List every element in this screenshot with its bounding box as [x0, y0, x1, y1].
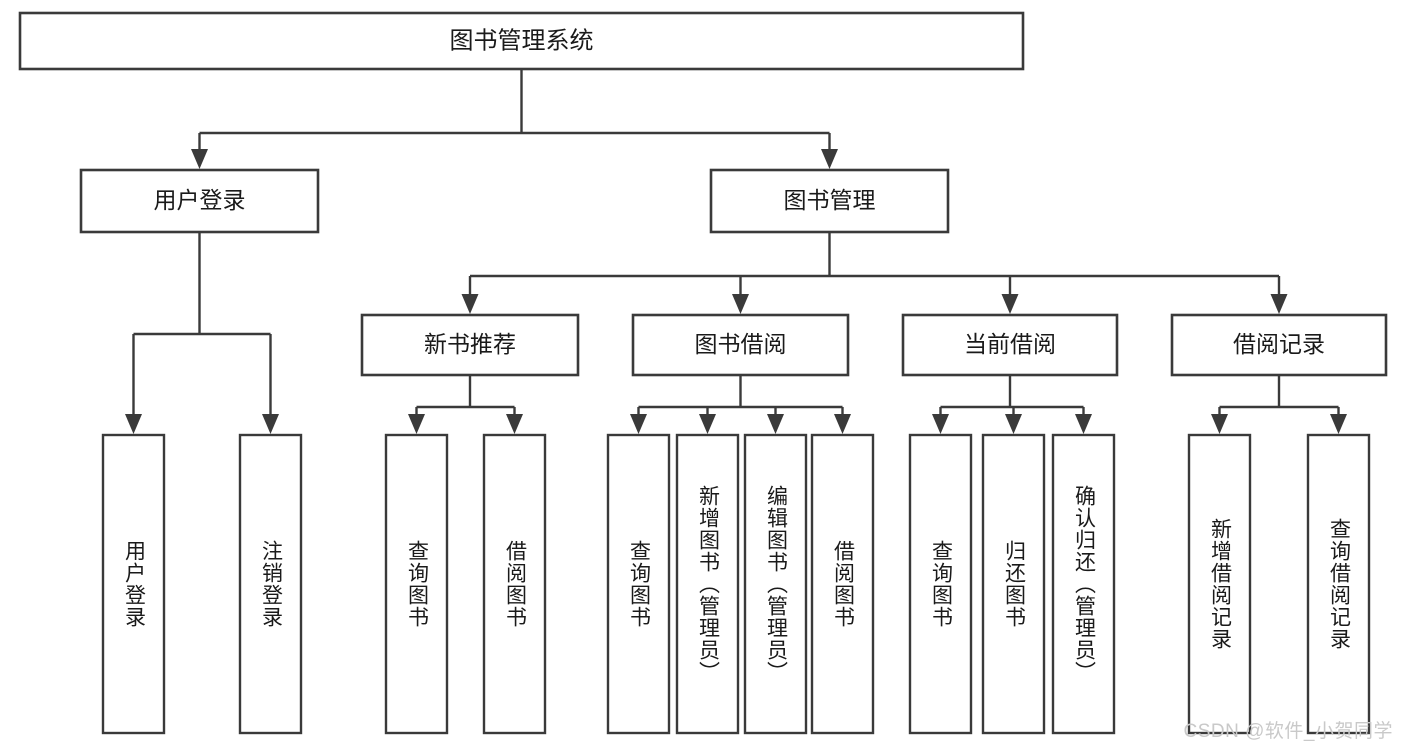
node-label-borrow-record: 借阅记录	[1233, 331, 1325, 357]
node-box-leaf-borrow-edit[interactable]	[743, 433, 808, 735]
node-label-book-borrow: 图书借阅	[695, 331, 787, 357]
arrow-head-icon	[767, 414, 784, 434]
arrow-head-icon	[699, 414, 716, 434]
node-box-new-book-rec[interactable]	[360, 313, 580, 377]
connector-group-borrow-record	[1211, 375, 1347, 434]
arrow-head-icon	[461, 294, 479, 314]
csdn-watermark: CSDN @软件_小贺同学	[1183, 721, 1393, 742]
node-label-book-manage: 图书管理	[784, 187, 876, 213]
connector-group-root	[191, 69, 838, 169]
node-box-root[interactable]	[18, 11, 1025, 71]
node-box-layer	[18, 11, 1388, 735]
connector-group-current-borrow	[932, 375, 1092, 434]
arrow-head-icon	[732, 294, 749, 314]
node-label-new-book-rec: 新书推荐	[424, 331, 516, 357]
node-box-current-borrow[interactable]	[901, 313, 1119, 377]
connector-layer	[125, 69, 1347, 434]
node-box-book-borrow[interactable]	[631, 313, 850, 377]
connector-group-book-borrow	[630, 375, 851, 434]
node-box-book-manage[interactable]	[709, 168, 950, 234]
node-box-borrow-record[interactable]	[1170, 313, 1388, 377]
arrow-head-icon	[1330, 414, 1347, 434]
connector-group-user-login	[125, 232, 279, 434]
arrow-head-icon	[932, 414, 949, 434]
node-box-leaf-user-logout[interactable]	[238, 433, 303, 735]
node-box-leaf-record-query[interactable]	[1306, 433, 1371, 735]
node-label-current-borrow: 当前借阅	[964, 331, 1056, 357]
node-label-root: 图书管理系统	[450, 27, 594, 54]
node-box-leaf-record-add[interactable]	[1187, 433, 1252, 735]
arrow-head-icon	[834, 414, 851, 434]
arrow-head-icon	[1075, 414, 1092, 434]
arrow-head-icon	[1270, 294, 1288, 314]
arrow-head-icon	[1005, 414, 1022, 434]
arrow-head-icon	[191, 149, 208, 169]
arrow-head-icon	[408, 414, 425, 434]
node-box-user-login[interactable]	[79, 168, 320, 234]
node-box-leaf-borrow-query[interactable]	[606, 433, 671, 735]
arrow-head-icon	[262, 414, 279, 434]
node-box-leaf-rec-query[interactable]	[384, 433, 449, 735]
node-box-leaf-rec-borrow[interactable]	[482, 433, 547, 735]
node-box-leaf-current-query[interactable]	[908, 433, 973, 735]
node-box-leaf-user-login[interactable]	[101, 433, 166, 735]
connector-group-book-manage	[461, 232, 1288, 314]
arrow-head-icon	[821, 149, 838, 169]
node-box-leaf-borrow-add[interactable]	[675, 433, 740, 735]
connector-group-new-book-rec	[408, 375, 523, 434]
node-box-leaf-borrow-lend[interactable]	[810, 433, 875, 735]
arrow-head-icon	[630, 414, 647, 434]
node-box-leaf-current-return[interactable]	[981, 433, 1046, 735]
node-label-user-login: 用户登录	[154, 187, 246, 213]
arrow-head-icon	[1211, 414, 1228, 434]
arrow-head-icon	[1001, 294, 1019, 314]
node-box-leaf-current-confirm[interactable]	[1051, 433, 1116, 735]
arrow-head-icon	[506, 414, 523, 434]
arrow-head-icon	[125, 414, 142, 434]
